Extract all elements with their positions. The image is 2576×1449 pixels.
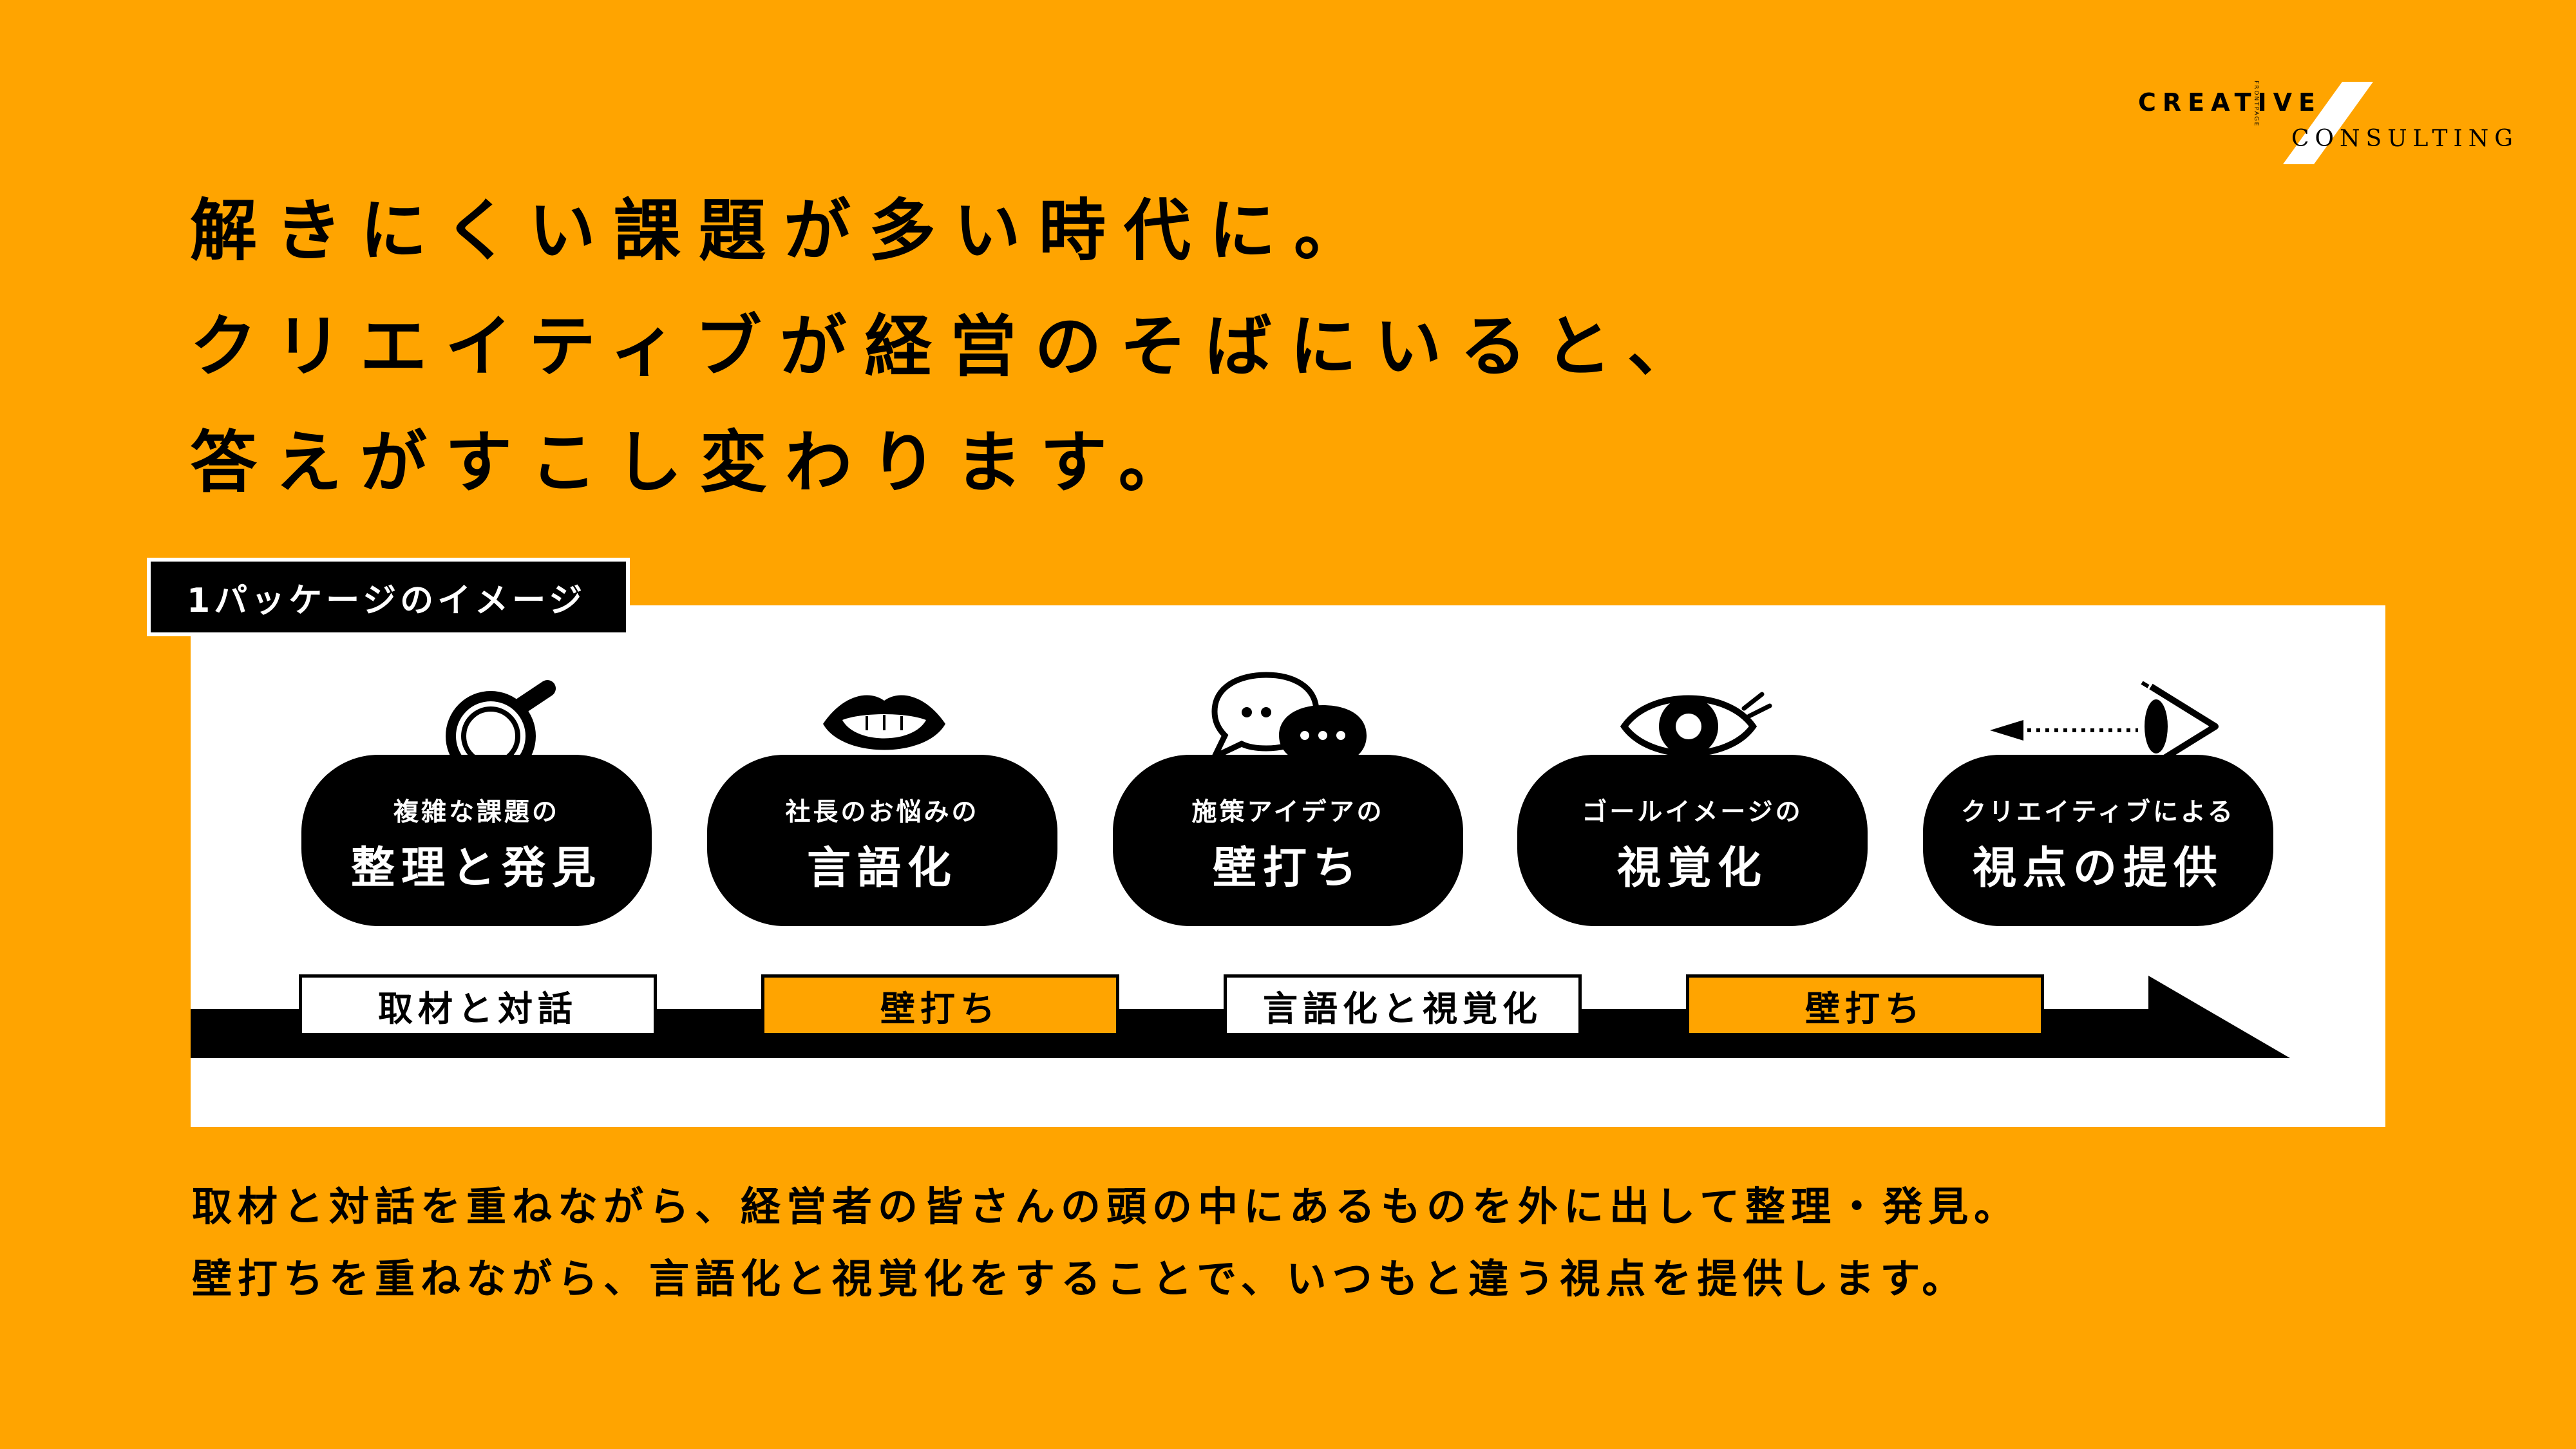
package-label: 1パッケージのイメージ <box>147 558 630 636</box>
step-sub: クリエイティブによる <box>1961 798 2235 827</box>
side-eye-icon <box>1990 681 2219 772</box>
logo-word-creative: CREATIVE <box>2138 88 2322 117</box>
step-main: 視覚化 <box>1616 843 1768 894</box>
description: 取材と対話を重ねながら、経営者の皆さんの頭の中にあるものを外に出して整理・発見。… <box>192 1171 2020 1315</box>
step-card-5: クリエイティブによる 視点の提供 <box>1923 755 2273 926</box>
logo-slash-icon <box>2283 82 2373 164</box>
description-line-1: 取材と対話を重ねながら、経営者の皆さんの頭の中にあるものを外に出して整理・発見。 <box>192 1183 2020 1230</box>
step-card-3: 施策アイデアの 壁打ち <box>1113 755 1463 926</box>
headline: 解きにくい課題が多い時代に。 クリエイティブが経営のそばにいると、 答えがすこし… <box>190 173 1712 520</box>
step-card-4: ゴールイメージの 視覚化 <box>1517 755 1868 926</box>
phase-label-4: 壁打ち <box>1686 974 2044 1036</box>
step-sub: 社長のお悩みの <box>785 798 980 827</box>
step-main: 言語化 <box>806 843 958 894</box>
eye-icon <box>1620 692 1772 757</box>
step-main: 視点の提供 <box>1972 843 2224 894</box>
phase-label-1: 取材と対話 <box>299 974 657 1036</box>
mouth-icon <box>823 695 945 750</box>
step-sub: ゴールイメージの <box>1582 798 1803 827</box>
logo-vertical-text: FRONTPAGE <box>2253 80 2259 128</box>
step-sub: 複雑な課題の <box>393 798 560 827</box>
step-sub: 施策アイデアの <box>1191 798 1385 827</box>
phase-label-2: 壁打ち <box>761 974 1119 1036</box>
logo-word-consulting: CONSULTING <box>2291 126 2519 152</box>
description-line-2: 壁打ちを重ねながら、言語化と視覚化をすることで、いつもと違う視点を提供します。 <box>192 1255 1968 1302</box>
step-main: 壁打ち <box>1212 843 1363 894</box>
brand-logo: CREATIVE FRONTPAGE CONSULTING <box>2132 74 2531 164</box>
headline-line-3: 答えがすこし変わります。 <box>190 423 1204 502</box>
headline-line-2: クリエイティブが経営のそばにいると、 <box>190 307 1712 386</box>
step-main: 整理と発見 <box>350 843 602 894</box>
phase-label-3: 言語化と視覚化 <box>1224 974 1582 1036</box>
step-card-2: 社長のお悩みの 言語化 <box>707 755 1057 926</box>
step-card-1: 複雑な課題の 整理と発見 <box>301 755 652 926</box>
headline-line-1: 解きにくい課題が多い時代に。 <box>190 191 1379 270</box>
